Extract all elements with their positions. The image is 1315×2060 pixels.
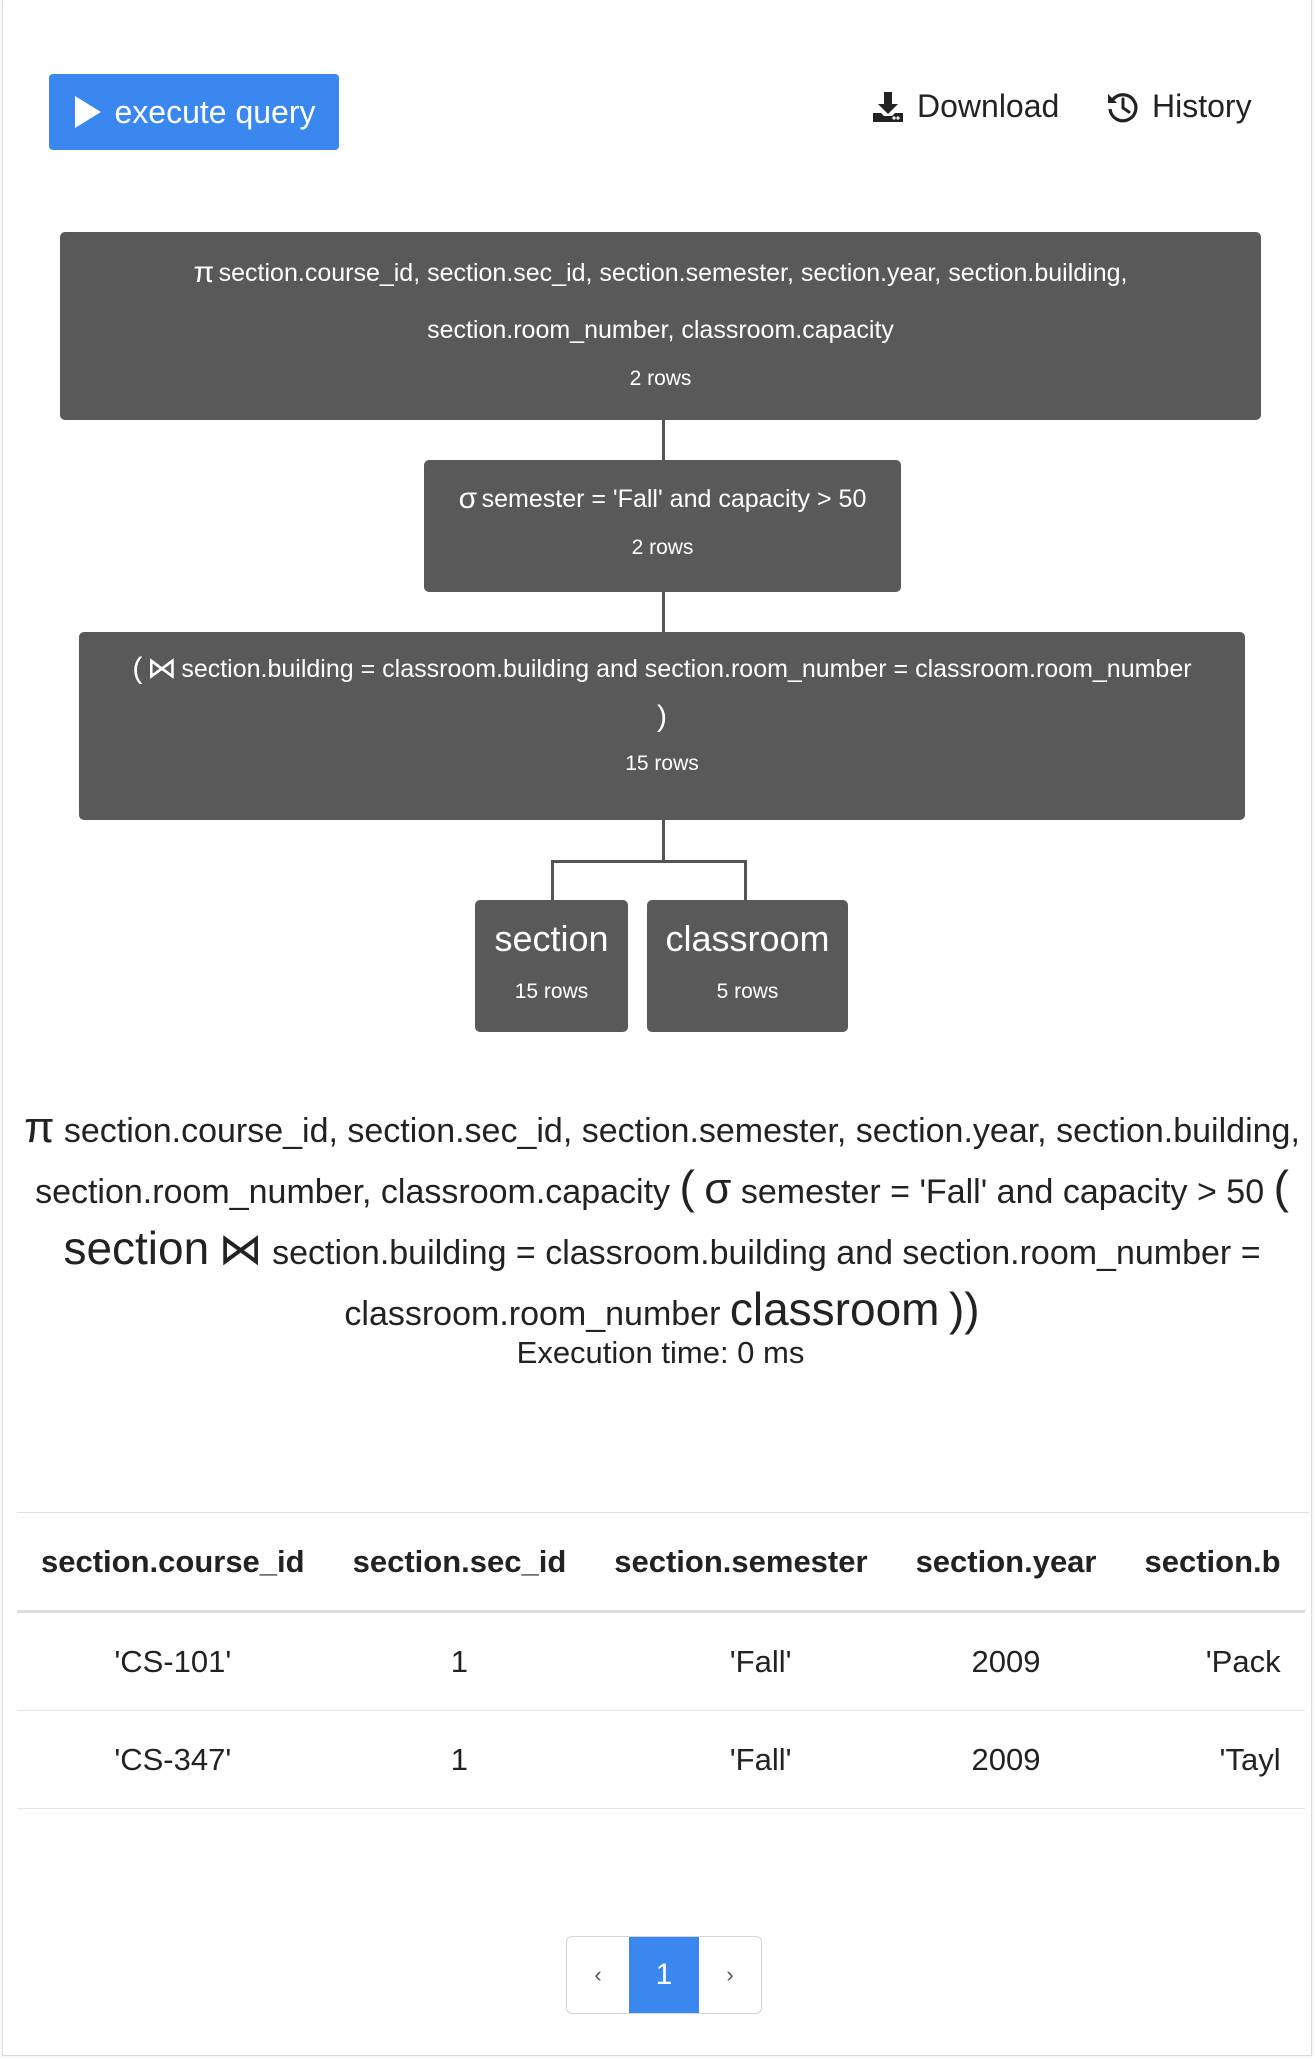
next-page-button[interactable]: › — [726, 1962, 734, 1987]
projection-attributes: section.course_id, section.sec_id, secti… — [218, 259, 1128, 287]
projection-symbol: π — [193, 256, 215, 289]
tree-connector — [662, 418, 665, 462]
relation-section: section — [63, 1222, 210, 1274]
table-cell: 1 — [328, 1611, 591, 1711]
join-condition: section.building = classroom.building an… — [272, 1234, 1261, 1333]
join-row-count: 15 rows — [625, 752, 699, 775]
join-node[interactable]: ( ⋈ section.building = classroom.buildin… — [79, 632, 1245, 820]
relational-algebra-expression: π section.course_id, section.sec_id, sec… — [17, 1100, 1307, 1342]
tree-connector — [551, 860, 747, 863]
table-cell: 'Fall' — [590, 1710, 892, 1809]
open-paren: ( — [1273, 1161, 1289, 1213]
join-symbol: ⋈ — [218, 1225, 263, 1274]
tree-connector — [551, 860, 554, 902]
projection-node[interactable]: π section.course_id, section.sec_id, sec… — [60, 232, 1261, 420]
table-cell: 'Fall' — [590, 1611, 892, 1711]
history-button[interactable]: History — [1106, 88, 1252, 125]
table-cell: 'CS-101' — [17, 1611, 329, 1711]
close-paren: ) — [948, 1283, 965, 1335]
selection-symbol: σ — [704, 1164, 732, 1213]
relation-row-count: 15 rows — [514, 980, 589, 1003]
relation-name: section — [494, 918, 609, 959]
column-header[interactable]: section.year — [891, 1513, 1121, 1613]
table-cell: 1 — [328, 1710, 591, 1809]
tree-connector — [662, 590, 665, 634]
result-table: section.course_id section.sec_id section… — [17, 1513, 1305, 1809]
result-table-container[interactable]: section.course_id section.sec_id section… — [17, 1512, 1309, 1813]
execute-query-label: execute query — [114, 93, 316, 130]
download-button[interactable]: Download — [871, 88, 1059, 125]
join-close-paren: ) — [657, 700, 667, 733]
prev-page-button[interactable]: ‹ — [594, 1962, 602, 1987]
join-open-paren: ( — [132, 652, 143, 685]
execute-query-button[interactable]: execute query — [49, 74, 339, 150]
table-cell: 'CS-347' — [17, 1710, 329, 1809]
column-header[interactable]: section.sec_id — [328, 1513, 591, 1613]
play-icon — [75, 96, 102, 128]
tree-connector — [662, 818, 665, 862]
history-label: History — [1152, 88, 1252, 124]
column-header[interactable]: section.course_id — [17, 1513, 329, 1613]
selection-node[interactable]: σ semester = 'Fall' and capacity > 50 2 … — [424, 460, 901, 592]
execution-time: Execution time: 0 ms — [516, 1335, 805, 1370]
selection-row-count: 2 rows — [631, 536, 694, 559]
projection-symbol: π — [24, 1103, 55, 1152]
selection-condition: semester = 'Fall' and capacity > 50 — [740, 1173, 1265, 1211]
history-icon — [1108, 92, 1138, 122]
download-icon — [873, 91, 903, 122]
table-cell: 'Tayl — [1120, 1710, 1305, 1809]
close-paren: ) — [964, 1283, 980, 1335]
tree-connector — [744, 860, 747, 902]
relation-classroom: classroom — [729, 1283, 940, 1335]
table-row: 'CS-101' 1 'Fall' 2009 'Pack — [17, 1611, 1305, 1711]
relation-name: classroom — [665, 918, 830, 959]
pagination: ‹ 1 › — [566, 1936, 762, 2014]
download-label: Download — [917, 88, 1060, 124]
join-symbol: ⋈ — [146, 652, 177, 685]
relation-node-section[interactable]: section 15 rows — [475, 900, 628, 1032]
projection-row-count: 2 rows — [629, 367, 692, 390]
column-header[interactable]: section.b — [1120, 1513, 1305, 1613]
table-row: 'CS-347' 1 'Fall' 2009 'Tayl — [17, 1710, 1305, 1809]
table-cell: 2009 — [891, 1710, 1121, 1809]
projection-attributes: section.course_id, section.sec_id, secti… — [35, 1112, 1300, 1211]
column-header[interactable]: section.semester — [590, 1513, 892, 1613]
relation-node-classroom[interactable]: classroom 5 rows — [647, 900, 848, 1032]
join-condition: section.building = classroom.building an… — [181, 655, 1192, 683]
table-cell: 'Pack — [1120, 1611, 1305, 1711]
selection-condition: semester = 'Fall' and capacity > 50 — [481, 485, 867, 513]
table-cell: 2009 — [891, 1611, 1121, 1711]
table-header-row: section.course_id section.sec_id section… — [17, 1513, 1305, 1613]
selection-symbol: σ — [458, 482, 478, 515]
relation-row-count: 5 rows — [716, 980, 779, 1003]
page-1-button[interactable]: 1 — [629, 1937, 699, 2013]
projection-attributes-cont: section.room_number, classroom.capacity — [427, 316, 894, 344]
open-paren: ( — [679, 1161, 695, 1213]
